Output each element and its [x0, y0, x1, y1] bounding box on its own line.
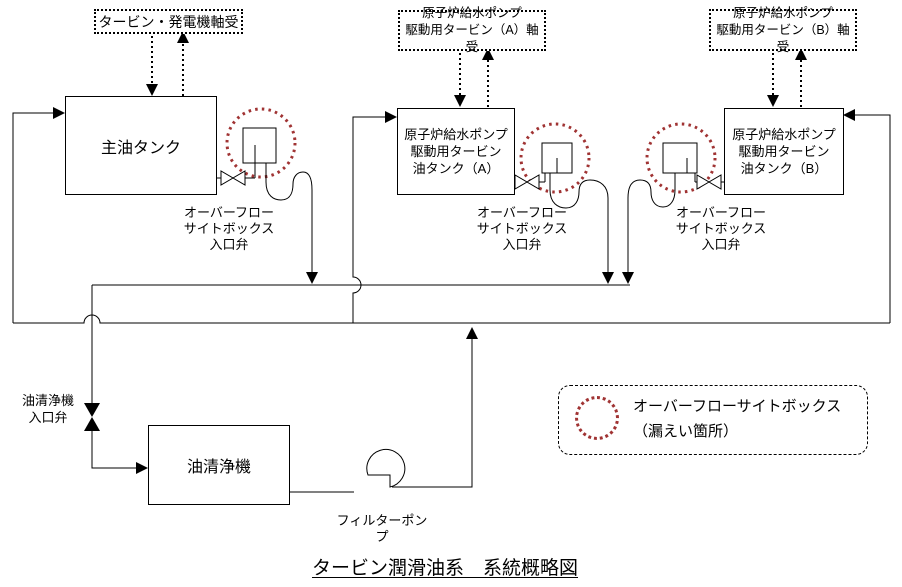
pipe-drain-main-tank — [265, 163, 313, 272]
sightbox-inlet-valve-b-icon — [696, 174, 722, 190]
rfp-oil-tank-b-box: 原子炉給水ポンプ 駆動用タービン 油タンク（B） — [724, 108, 844, 195]
purifier-inlet-valve-icon — [84, 403, 100, 431]
sight-box-main-tank — [242, 127, 277, 178]
legend-text: オーバーフローサイトボックス （漏えい箇所） — [633, 398, 842, 440]
sightbox-inlet-valve-main-icon — [220, 170, 246, 186]
sightbox-inlet-valve-a-icon — [514, 174, 540, 190]
main-oil-tank-box: 主油タンク — [65, 96, 217, 195]
filter-pump-label: フィルターポンプ — [336, 513, 428, 544]
sight-box-tank-b — [662, 142, 698, 182]
flow-arrowheads — [53, 31, 855, 474]
pipe-return-header — [91, 284, 630, 469]
leak-circle-tank-a-icon — [519, 122, 591, 194]
leak-circle-main-tank-icon — [225, 107, 297, 179]
sightbox-inlet-valve-label-main: オーバーフロー サイトボックス 入口弁 — [183, 205, 275, 252]
bearing-box-turbine-generator: タービン・発電機軸受 — [94, 9, 243, 34]
bearing-box-rfp-turbine-a: 原子炉給水ポンプ 駆動用タービン（A）軸受 — [398, 6, 546, 54]
sight-box-tank-a — [541, 142, 573, 182]
rfp-oil-tank-a-box: 原子炉給水ポンプ 駆動用タービン 油タンク（A） — [397, 108, 515, 195]
pipe-drain-tank-b — [627, 173, 676, 272]
diagram-title: タービン潤滑油系 系統概略図 — [311, 558, 578, 579]
sightbox-inlet-valve-label-b: オーバーフロー サイトボックス 入口弁 — [675, 205, 767, 252]
bearing-box-rfp-turbine-b: 原子炉給水ポンプ 駆動用タービン（B）軸受 — [709, 6, 857, 54]
pipe-drain-tank-a — [549, 173, 609, 272]
sightbox-inlet-valve-label-a: オーバーフロー サイトボックス 入口弁 — [476, 205, 568, 252]
oil-purifier-box: 油清浄機 — [148, 425, 290, 505]
purifier-inlet-valve-label: 油清浄機 入口弁 — [21, 393, 74, 425]
pipe-purifier-pump — [288, 333, 473, 493]
leak-circle-tank-b-icon — [645, 122, 717, 194]
bearing-flow-dotted-lines — [151, 31, 802, 107]
legend-box: オーバーフローサイトボックス （漏えい箇所） — [558, 385, 868, 455]
filter-pump-icon — [366, 448, 406, 488]
legend-leak-circle-icon — [575, 396, 619, 440]
